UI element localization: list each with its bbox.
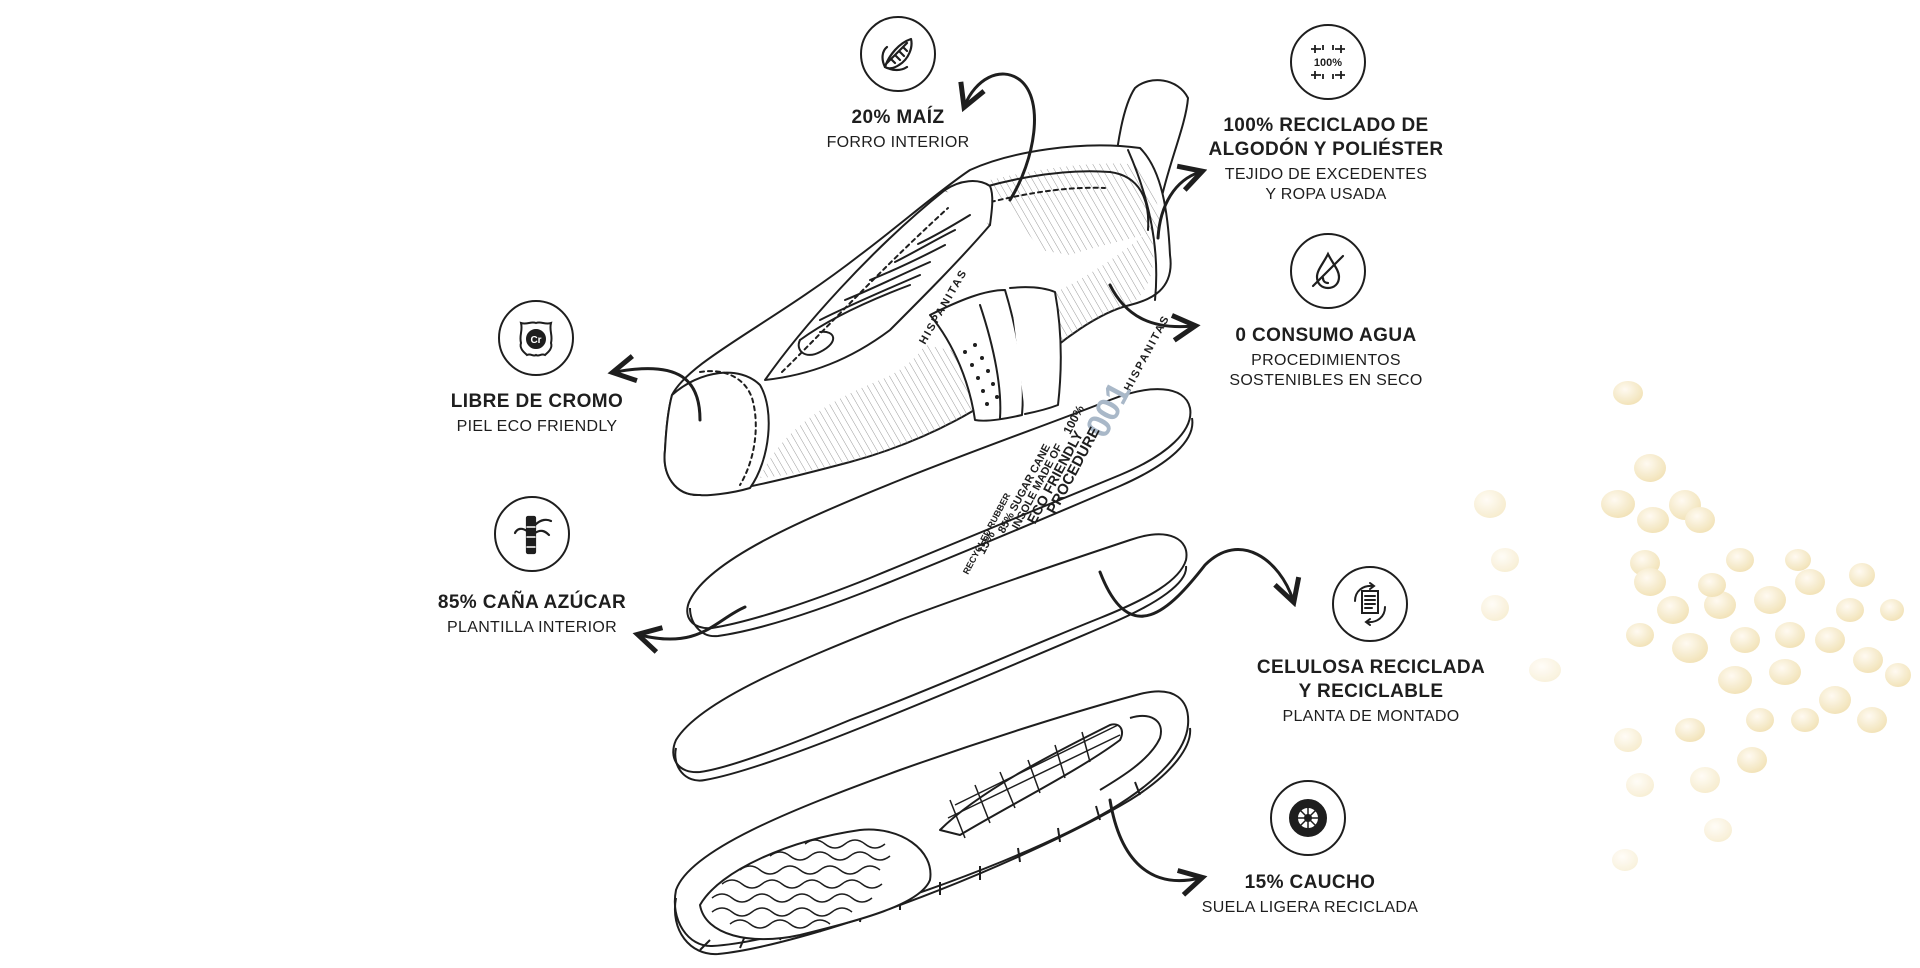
fabric-icon-text: 100%	[1314, 57, 1342, 69]
arrow-celulosa	[1098, 548, 1293, 618]
corn-kernels	[1474, 381, 1911, 871]
callout-title: 20% MAÍZ	[851, 107, 945, 128]
no-water-drop-icon	[1290, 233, 1366, 309]
arrow-agua	[1108, 283, 1193, 327]
callout-subtitle: PROCEDIMIENTOS SOSTENIBLES EN SECO	[1229, 352, 1423, 389]
callout-title: 100% RECICLADO DE ALGODÓN Y POLIÉSTER	[1208, 115, 1444, 160]
callout-title: 85% CAÑA AZÚCAR	[437, 592, 627, 613]
callout-subtitle: FORRO INTERIOR	[826, 134, 970, 151]
corn-icon	[860, 16, 936, 92]
callout-cromo: LIBRE DE CROMO PIEL ECO FRIENDLY	[387, 390, 687, 437]
arrow-maiz	[965, 72, 1036, 202]
callout-celulosa: CELULOSA RECICLADA Y RECICLABLE PLANTA D…	[1221, 656, 1521, 727]
callout-maiz: 20% MAÍZ FORRO INTERIOR	[748, 106, 1048, 153]
tire-icon	[1270, 780, 1346, 856]
shoe-upper: HISPANITAS	[663, 79, 1189, 497]
outsole	[673, 690, 1192, 956]
chrome-free-leather-icon: Cr	[498, 300, 574, 376]
recycle-paper-icon	[1332, 566, 1408, 642]
arrow-cromo	[615, 369, 702, 422]
arrow-cana	[640, 605, 747, 639]
pointer-arrows	[615, 72, 1293, 881]
callout-subtitle: TEJIDO DE EXCEDENTES Y ROPA USADA	[1224, 166, 1428, 203]
recycled-fabric-icon: 100%	[1290, 24, 1366, 100]
callout-cana: 85% CAÑA AZÚCAR PLANTILLA INTERIOR	[382, 591, 682, 638]
arrow-algodon	[1156, 172, 1200, 240]
callout-title: 15% CAUCHO	[1244, 872, 1376, 893]
callout-subtitle: SUELA LIGERA RECICLADA	[1201, 899, 1419, 916]
callout-title: CELULOSA RECICLADA Y RECICLABLE	[1256, 657, 1486, 702]
insole: HISPANITAS 001 100% PROCEDURE ECO FRIEND…	[686, 313, 1194, 638]
sugar-cane-icon	[494, 496, 570, 572]
callout-subtitle: PLANTA DE MONTADO	[1282, 708, 1460, 725]
cellulose-board	[672, 533, 1188, 782]
chrome-icon-text: Cr	[530, 335, 541, 346]
callout-title: 0 CONSUMO AGUA	[1235, 325, 1417, 346]
arrow-caucho	[1108, 798, 1200, 881]
callout-algodon: 100% RECICLADO DE ALGODÓN Y POLIÉSTER TE…	[1176, 114, 1476, 205]
callout-subtitle: PLANTILLA INTERIOR	[447, 619, 617, 636]
callout-title: LIBRE DE CROMO	[450, 391, 624, 412]
callout-subtitle: PIEL ECO FRIENDLY	[456, 418, 618, 435]
callout-caucho: 15% CAUCHO SUELA LIGERA RECICLADA	[1160, 871, 1460, 918]
callout-agua: 0 CONSUMO AGUA PROCEDIMIENTOS SOSTENIBLE…	[1176, 324, 1476, 391]
